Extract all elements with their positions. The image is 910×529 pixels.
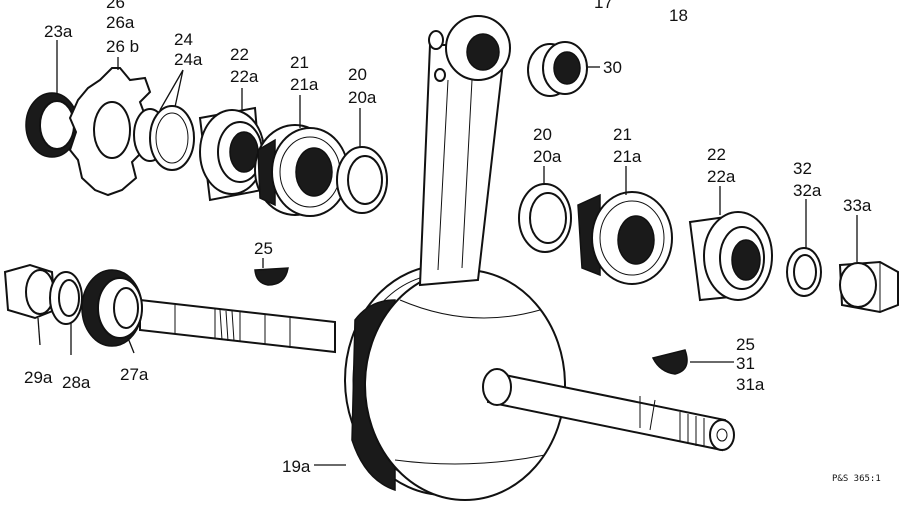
label-26a: 26a xyxy=(106,13,135,32)
label-28a: 28a xyxy=(62,373,91,392)
ball-bearing-21-right xyxy=(577,191,673,285)
spacer-rings-24 xyxy=(133,105,195,171)
label-24: 24 xyxy=(174,30,193,49)
bearing-housing-22-right xyxy=(688,211,773,302)
seal-27a xyxy=(81,269,143,347)
label-22a-right: 22a xyxy=(707,167,736,186)
label-25-right: 25 xyxy=(736,335,755,354)
label-19a: 19a xyxy=(282,457,311,476)
ball-bearing-21 xyxy=(254,124,349,217)
label-27a: 27a xyxy=(120,365,149,384)
needle-bearing-30 xyxy=(527,41,588,97)
label-26b: 26 b xyxy=(106,37,139,56)
washer-20 xyxy=(336,146,388,214)
washer-32 xyxy=(786,247,822,297)
label-21a: 21a xyxy=(290,75,319,94)
nut-29a xyxy=(3,263,57,320)
leader-lines xyxy=(37,40,858,466)
key-25 xyxy=(254,267,289,286)
crankshaft xyxy=(139,264,735,501)
label-32: 32 xyxy=(793,159,812,178)
label-18: 18 xyxy=(669,6,688,25)
label-31a: 31a xyxy=(736,375,765,394)
key-25-right xyxy=(651,349,688,375)
connecting-rod xyxy=(418,15,511,287)
bearing-housing-22 xyxy=(198,106,265,202)
label-21-right: 21 xyxy=(613,125,632,144)
washer-20-right xyxy=(518,183,572,253)
nut-33a xyxy=(838,260,899,314)
sprocket-26 xyxy=(68,67,152,197)
label-31: 31 xyxy=(736,354,755,373)
label-29a: 29a xyxy=(24,368,53,387)
part-labels: 23a 26 26a 26 b 24 24a 22 22a 21 21a 20 … xyxy=(24,0,881,484)
label-32a: 32a xyxy=(793,181,822,200)
label-20: 20 xyxy=(348,65,367,84)
label-20-right: 20 xyxy=(533,125,552,144)
label-24a: 24a xyxy=(174,50,203,69)
washer-28a xyxy=(49,271,83,325)
label-23a: 23a xyxy=(44,22,73,41)
label-21a-right: 21a xyxy=(613,147,642,166)
label-22-right: 22 xyxy=(707,145,726,164)
label-25: 25 xyxy=(254,239,273,258)
label-22a: 22a xyxy=(230,67,259,86)
label-33a: 33a xyxy=(843,196,872,215)
label-26: 26 xyxy=(106,0,125,12)
label-21: 21 xyxy=(290,53,309,72)
label-20a-right: 20a xyxy=(533,147,562,166)
label-17: 17 xyxy=(594,0,613,12)
label-22: 22 xyxy=(230,45,249,64)
label-20a: 20a xyxy=(348,88,377,107)
label-30: 30 xyxy=(603,58,622,77)
reference-code: P&S 365:1 xyxy=(832,474,881,484)
